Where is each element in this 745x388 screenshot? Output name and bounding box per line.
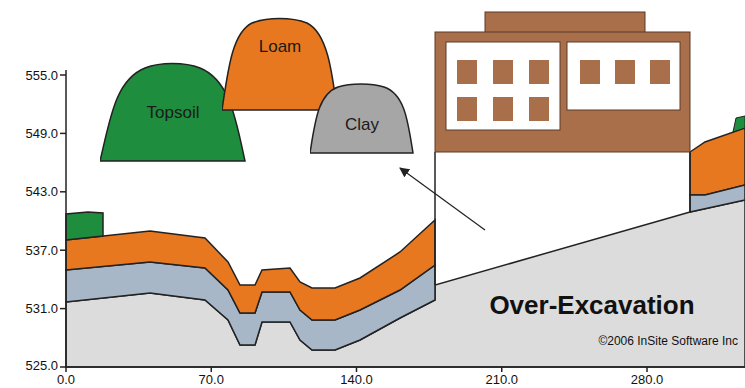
building xyxy=(435,12,690,152)
axis-label: 0.0 xyxy=(57,372,75,387)
axis-label: 140.0 xyxy=(340,372,373,387)
pile-outline xyxy=(222,15,338,111)
axis-label: 210.0 xyxy=(485,372,518,387)
topsoil-patch xyxy=(733,116,745,132)
pile-label: Clay xyxy=(345,115,379,135)
axis-label: 555.0 xyxy=(25,68,58,83)
loam-layer xyxy=(66,220,435,320)
soil-pile: Clay xyxy=(310,82,414,154)
axis-label: 531.0 xyxy=(25,301,58,316)
soil-pile: Loam xyxy=(222,15,338,111)
loam-layer xyxy=(690,128,745,195)
excavation-wall xyxy=(434,152,436,285)
clay-layer xyxy=(690,185,745,212)
axis-label: 70.0 xyxy=(199,372,224,387)
copyright-note: ©2006 InSite Software Inc xyxy=(598,334,738,348)
leader-arrow xyxy=(400,168,485,230)
excavation-wall xyxy=(689,152,691,212)
topsoil-patch xyxy=(66,212,103,240)
soil-pile: Topsoil xyxy=(100,60,246,162)
base-soil xyxy=(66,200,745,367)
axis-label: 549.0 xyxy=(25,126,58,141)
region-label: Over-Excavation xyxy=(489,290,694,321)
pile-label: Loam xyxy=(259,37,302,57)
axis-label: 543.0 xyxy=(25,184,58,199)
axis-label: 280.0 xyxy=(631,372,664,387)
pile-label: Topsoil xyxy=(147,103,200,123)
axis-label: 537.0 xyxy=(25,243,58,258)
axis-label: 525.0 xyxy=(25,358,58,373)
axes xyxy=(60,70,745,372)
